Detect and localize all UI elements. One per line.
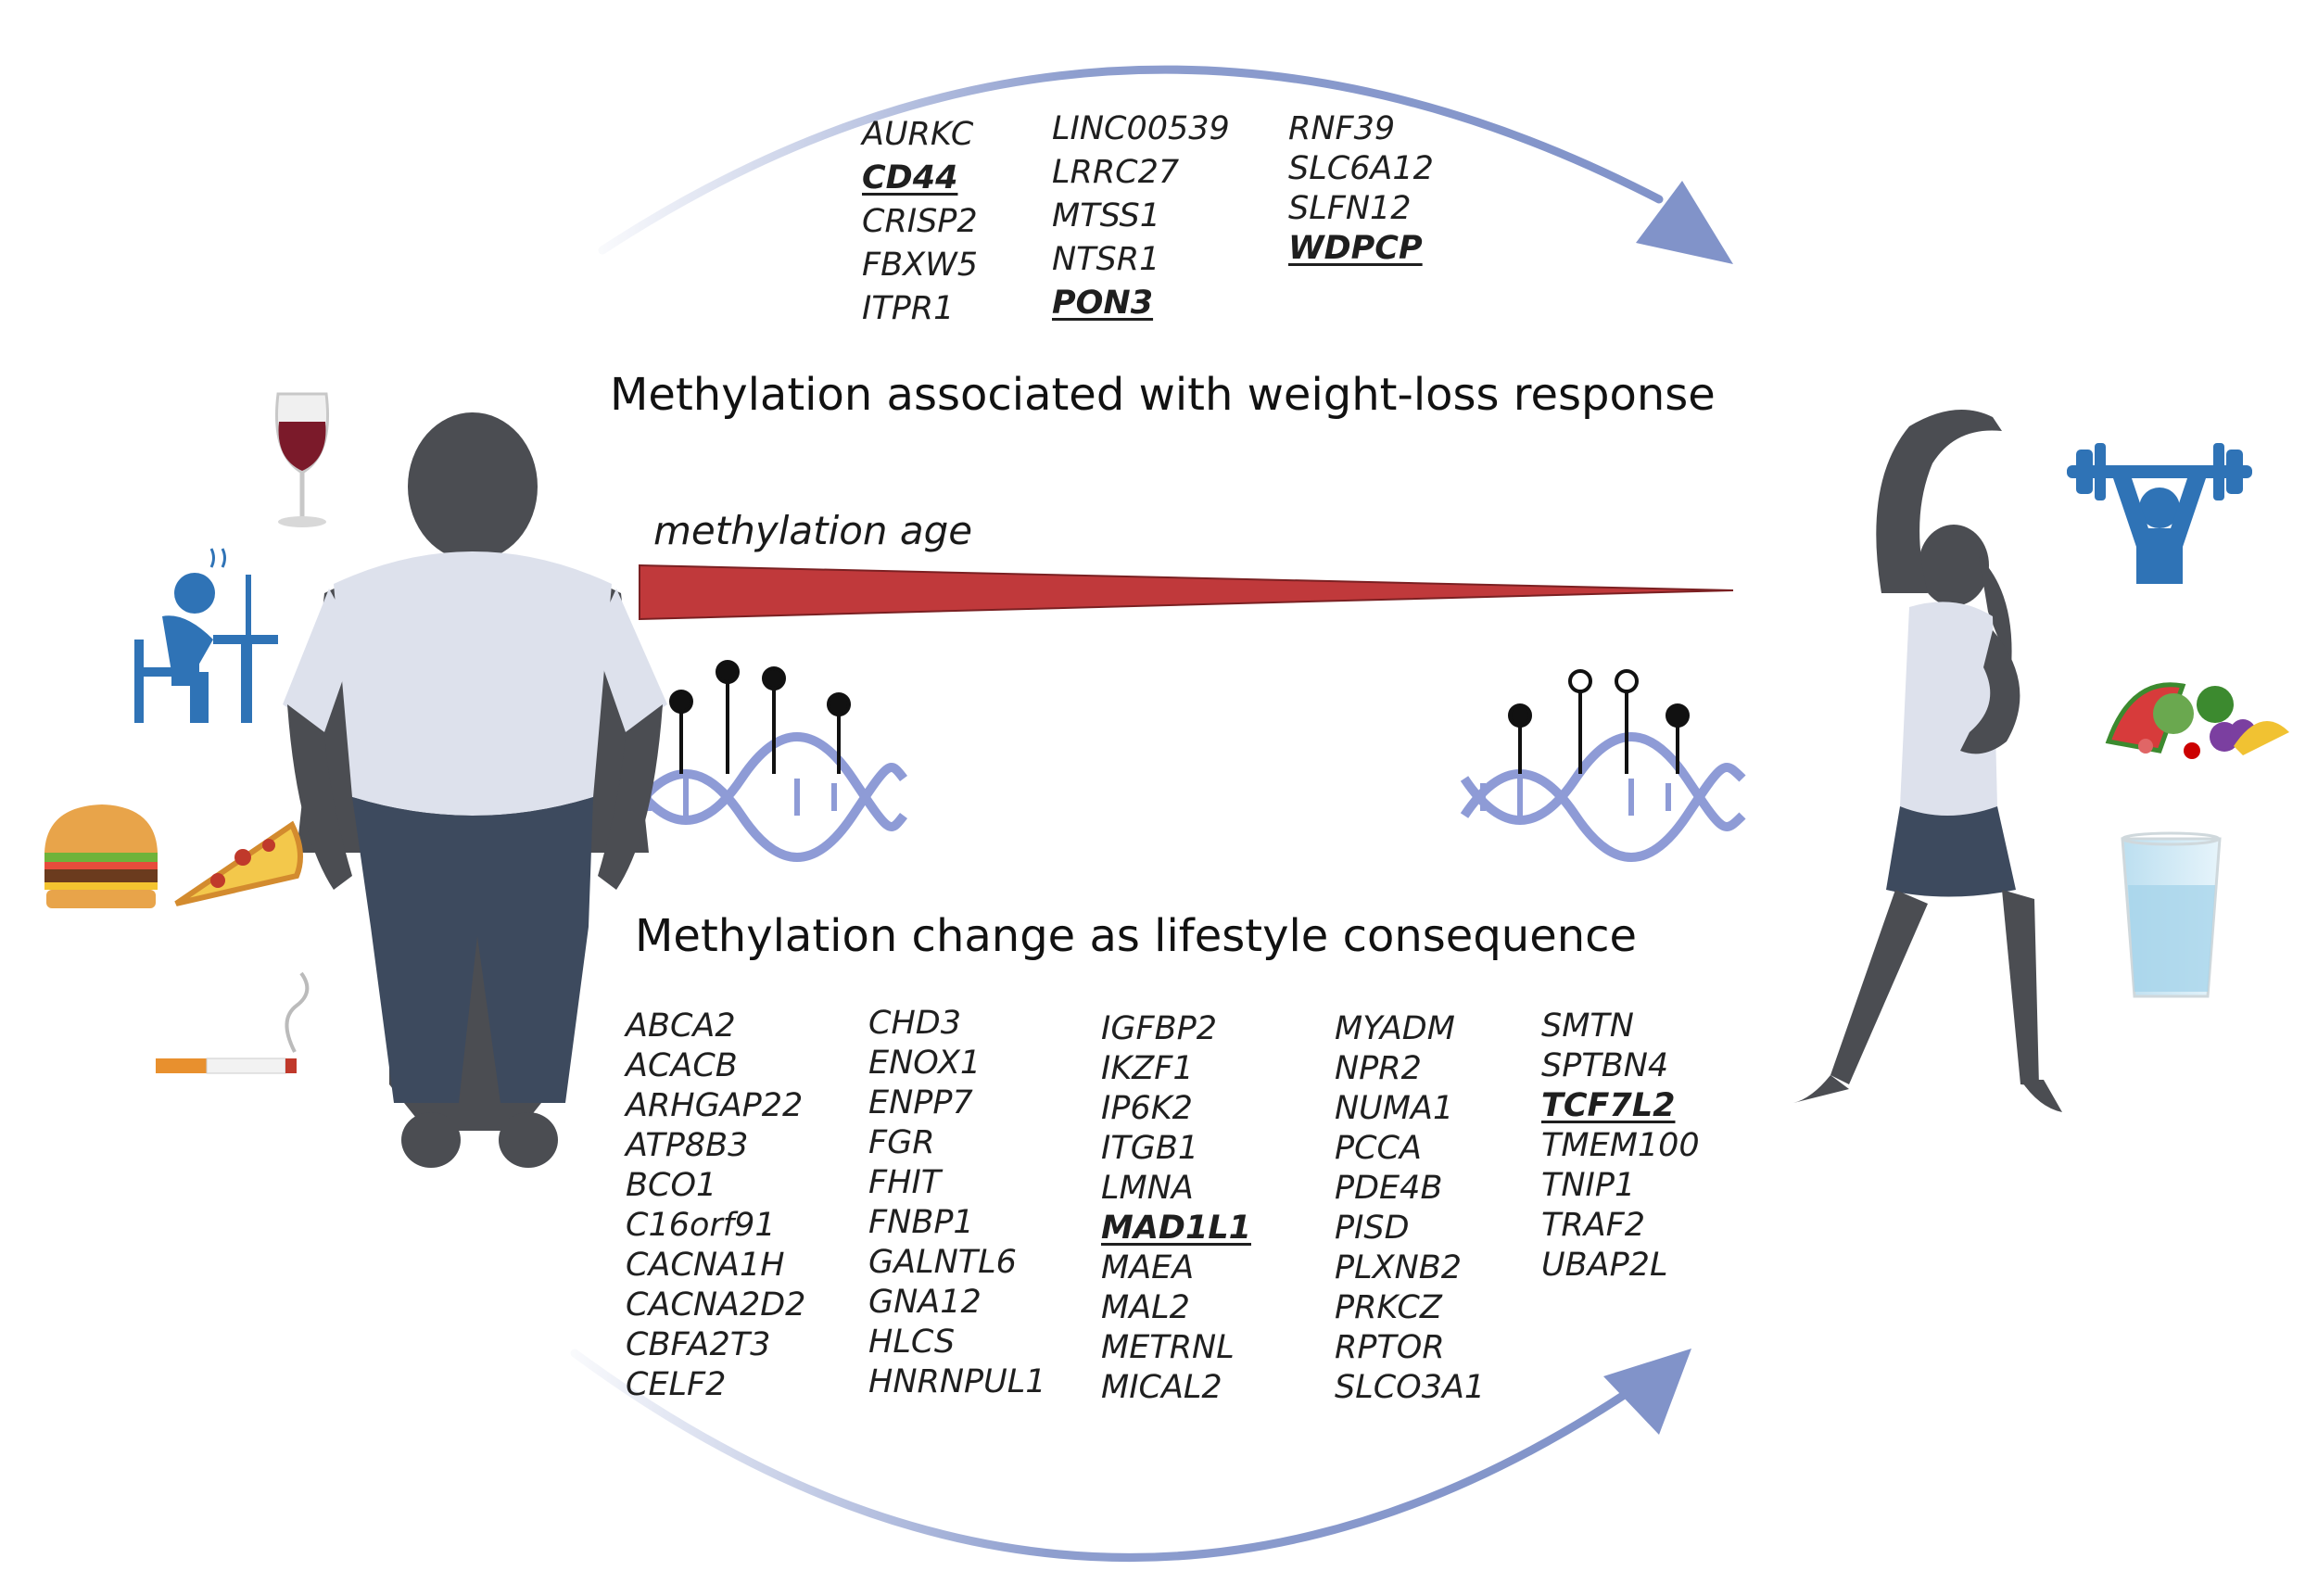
gene-name: CBFA2T3 [626,1326,771,1363]
gene-name: TMEM100 [1541,1127,1700,1164]
gene-name: SLC6A12 [1288,150,1434,187]
dna-right-methyl-marks [1508,669,1690,774]
stressed-worker-icon [134,548,278,723]
gene-name: NUMA1 [1335,1090,1454,1127]
gene-name: CACNA2D2 [626,1286,806,1324]
overweight-person-figure [283,412,667,1168]
gene-name: BCO1 [626,1167,717,1204]
gene-name: SMTN [1541,1007,1634,1045]
pizza-icon [174,820,303,906]
methylation-age-label: methylation age [653,508,973,553]
gene-name-highlighted: CD44 [862,159,958,196]
gene-name: FBXW5 [862,247,978,284]
bottom-section-heading: Methylation change as lifestyle conseque… [635,910,1638,962]
gene-name: METRNL [1101,1329,1235,1366]
gene-name: HNRNPUL1 [868,1363,1046,1400]
gene-name: ITGB1 [1101,1130,1199,1167]
gene-name: ENOX1 [868,1045,982,1082]
gene-name: ABCA2 [626,1007,736,1045]
top-arc-arrow [598,65,1733,264]
gene-name: SLCO3A1 [1335,1369,1486,1406]
gene-name: NTSR1 [1052,241,1160,278]
gene-name: IGFBP2 [1101,1010,1217,1047]
gene-name-highlighted: WDPCP [1288,230,1423,267]
gene-name-highlighted: TCF7L2 [1541,1087,1676,1124]
burger-icon [44,804,158,908]
gene-name: MTSS1 [1052,197,1161,234]
gene-name: LMNA [1101,1170,1194,1207]
gene-name: FNBP1 [868,1204,974,1241]
fit-person-figure [1793,410,2062,1112]
bottom-arc-arrow [570,1349,1691,1562]
gene-name: CRISP2 [862,203,978,240]
wine-glass-icon [274,392,330,527]
dna-left-methylated-icon [626,732,907,862]
gene-name: SPTBN4 [1541,1047,1669,1084]
gene-name: IP6K2 [1101,1090,1193,1127]
gene-name: LRRC27 [1052,154,1180,191]
gene-name: UBAP2L [1541,1247,1668,1284]
dna-left-methyl-marks [669,660,851,774]
gene-name: ITPR1 [862,290,955,327]
gene-name: CELF2 [626,1366,727,1403]
top-section-heading: Methylation associated with weight-loss … [610,369,1716,421]
gene-name: PCCA [1335,1130,1422,1167]
gene-name: PRKCZ [1335,1289,1442,1326]
gene-name: HLCS [868,1324,956,1361]
gene-name: MAL2 [1101,1289,1190,1326]
gene-name-highlighted: PON3 [1052,285,1154,322]
gene-name: PISD [1335,1210,1410,1247]
cigarette-icon [156,971,310,1074]
gene-name-highlighted: MAD1L1 [1101,1210,1251,1247]
methylation-age-wedge [639,564,1734,621]
gene-name: ARHGAP22 [626,1087,804,1124]
gene-name: TNIP1 [1541,1167,1636,1204]
gene-name: MICAL2 [1101,1369,1222,1406]
gene-name: RNF39 [1288,110,1396,147]
gene-name: AURKC [862,116,974,153]
gene-name: C16orf91 [626,1207,776,1244]
dna-right-demethylated-icon [1460,732,1746,862]
gene-name: GALNTL6 [868,1244,1017,1281]
gene-name: RPTOR [1335,1329,1445,1366]
gene-name: ENPP7 [868,1084,973,1121]
gene-name: SLFN12 [1288,190,1412,227]
gene-name: ATP8B3 [626,1127,749,1164]
gene-name: PLXNB2 [1335,1249,1463,1286]
gene-name: CACNA1H [626,1247,785,1284]
gene-name: FHIT [868,1164,942,1201]
gene-name: GNA12 [868,1284,982,1321]
gene-name: TRAF2 [1541,1207,1646,1244]
water-glass-icon [2121,831,2222,998]
gene-name: ACACB [626,1047,738,1084]
gene-name: FGR [868,1124,935,1161]
gene-name: IKZF1 [1101,1050,1194,1087]
gene-name: MAEA [1101,1249,1195,1286]
gene-name: LINC00539 [1052,110,1230,147]
gene-name: NPR2 [1335,1050,1422,1087]
gene-name: CHD3 [868,1005,961,1042]
weightlifter-icon [2067,443,2252,584]
gene-name: MYADM [1335,1010,1455,1047]
fruit-vegetables-icon [2105,682,2289,759]
gene-name: PDE4B [1335,1170,1443,1207]
